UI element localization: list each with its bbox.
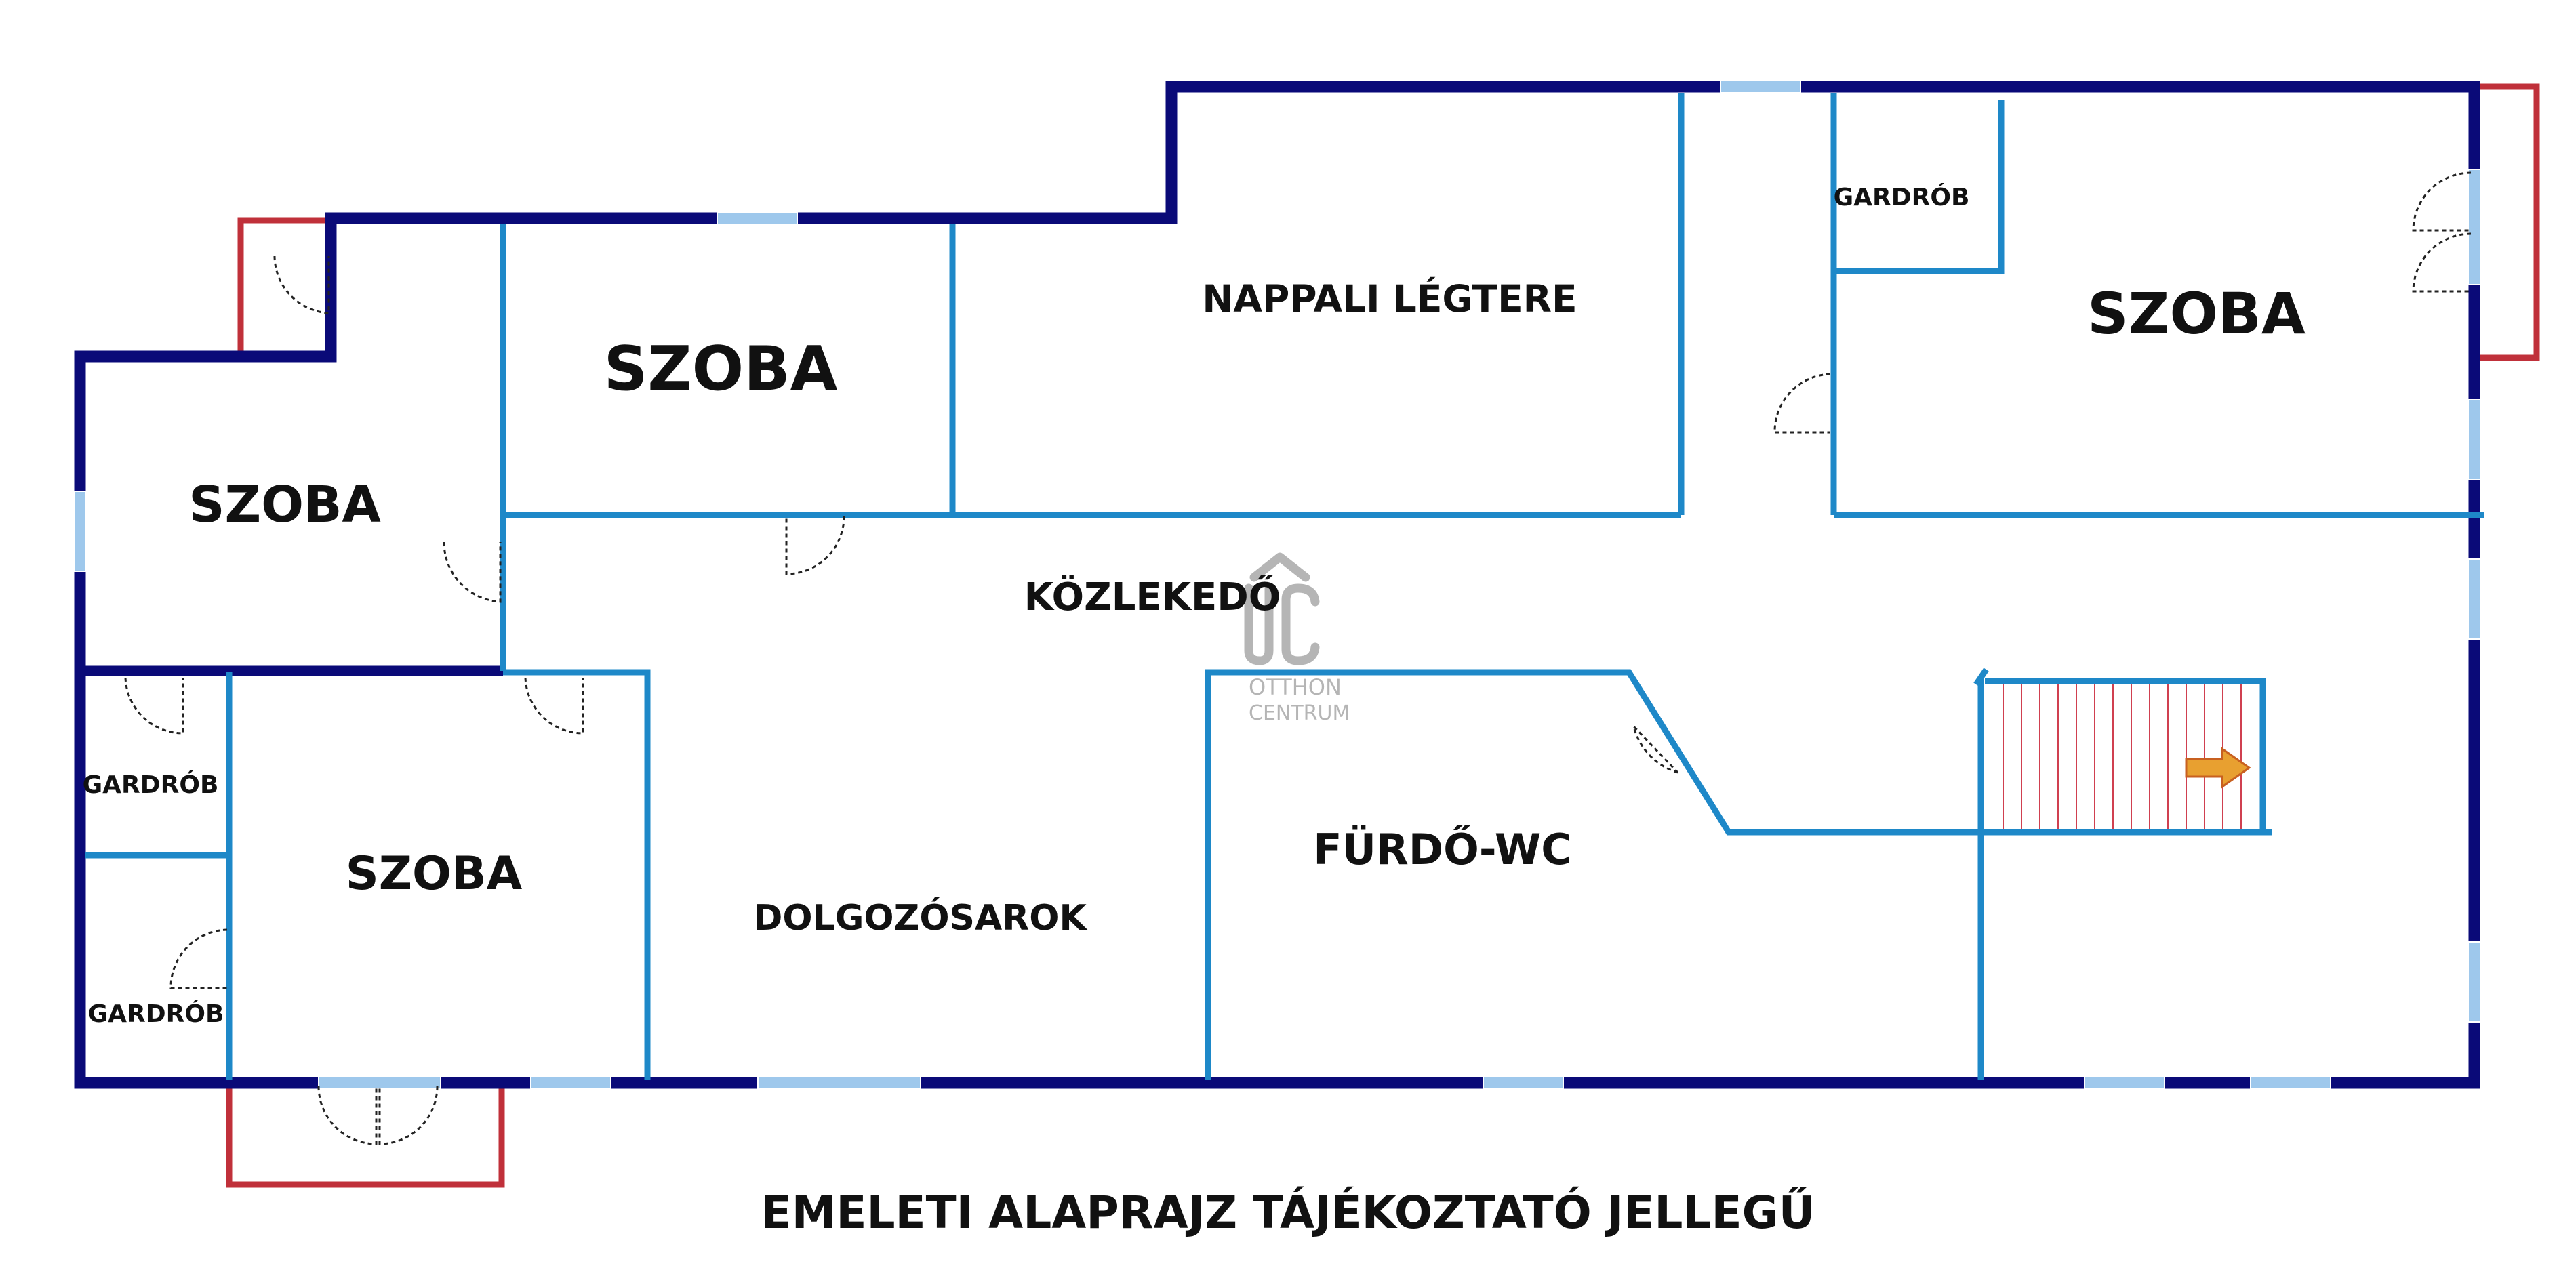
staircase bbox=[1985, 678, 2272, 836]
balcony-top-left bbox=[237, 217, 325, 352]
room-label-nappali: NAPPALI LÉGTERE bbox=[1202, 276, 1577, 321]
room-label-szoba-bottom: SZOBA bbox=[346, 847, 523, 901]
window bbox=[2468, 941, 2481, 1023]
door-swing-icon bbox=[124, 677, 184, 735]
stair-steps bbox=[2003, 684, 2242, 829]
balcony-bottom bbox=[226, 1083, 505, 1188]
window bbox=[2468, 169, 2481, 285]
door-swing-icon bbox=[443, 541, 502, 603]
window bbox=[318, 1076, 441, 1090]
windows bbox=[73, 80, 2481, 1090]
wall bbox=[1973, 667, 1989, 686]
window bbox=[1720, 80, 1801, 94]
window bbox=[2468, 558, 2481, 640]
stair-direction-arrow-icon bbox=[2185, 747, 2251, 789]
door-swing-icon bbox=[2412, 171, 2472, 232]
window bbox=[530, 1076, 611, 1090]
balconies bbox=[226, 83, 2540, 1188]
door-swing-icon bbox=[169, 928, 228, 989]
otthon-centrum-logo: OTTHON CENTRUM bbox=[1244, 552, 1350, 725]
door-swing-icon bbox=[524, 677, 584, 735]
room-label-szoba-left: SZOBA bbox=[188, 476, 381, 534]
room-labels: SZOBA SZOBA NAPPALI LÉGTERE GARDRÓB SZOB… bbox=[83, 183, 2306, 1028]
wall-furdo bbox=[1205, 669, 1986, 1080]
room-label-furdo: FÜRDŐ-WC bbox=[1313, 825, 1571, 874]
room-label-szoba-right: SZOBA bbox=[2087, 281, 2306, 347]
door-swing-icon bbox=[2412, 232, 2472, 293]
door-swing-icon bbox=[378, 1086, 439, 1145]
room-label-gardrob-top: GARDRÓB bbox=[1834, 183, 1970, 211]
door-swing-icon bbox=[317, 1086, 378, 1145]
window bbox=[2250, 1076, 2331, 1090]
room-label-szoba-top: SZOBA bbox=[604, 333, 838, 405]
door-swing-icon bbox=[1773, 373, 1831, 434]
door-swing-icon bbox=[1632, 722, 1679, 774]
window bbox=[717, 211, 798, 225]
window bbox=[757, 1076, 921, 1090]
window bbox=[1483, 1076, 1564, 1090]
logo-line2: CENTRUM bbox=[1249, 701, 1350, 725]
room-label-kozlekedo: KÖZLEKEDŐ bbox=[1024, 575, 1281, 619]
doors bbox=[124, 171, 2472, 1145]
wall-szoba-bottom bbox=[503, 669, 651, 1080]
window bbox=[2084, 1076, 2165, 1090]
room-label-gardrob-mid: GARDRÓB bbox=[83, 770, 219, 799]
interior-walls bbox=[85, 93, 2484, 1080]
logo-line1: OTTHON bbox=[1249, 674, 1342, 700]
room-label-gardrob-low: GARDRÓB bbox=[88, 1000, 224, 1028]
plan-caption: EMELETI ALAPRAJZ TÁJÉKOZTATÓ JELLEGŰ bbox=[761, 1186, 1815, 1239]
window bbox=[2468, 399, 2481, 480]
exterior-wall bbox=[74, 81, 2480, 1089]
door-swing-icon bbox=[273, 255, 330, 314]
logo-mark-icon bbox=[1244, 552, 1320, 665]
balcony-right bbox=[2474, 83, 2540, 361]
wall-gardrob-top bbox=[1834, 100, 2005, 274]
room-label-dolgozosarok: DOLGOZÓSAROK bbox=[753, 897, 1087, 939]
window bbox=[73, 491, 87, 572]
door-swing-icon bbox=[785, 516, 845, 575]
